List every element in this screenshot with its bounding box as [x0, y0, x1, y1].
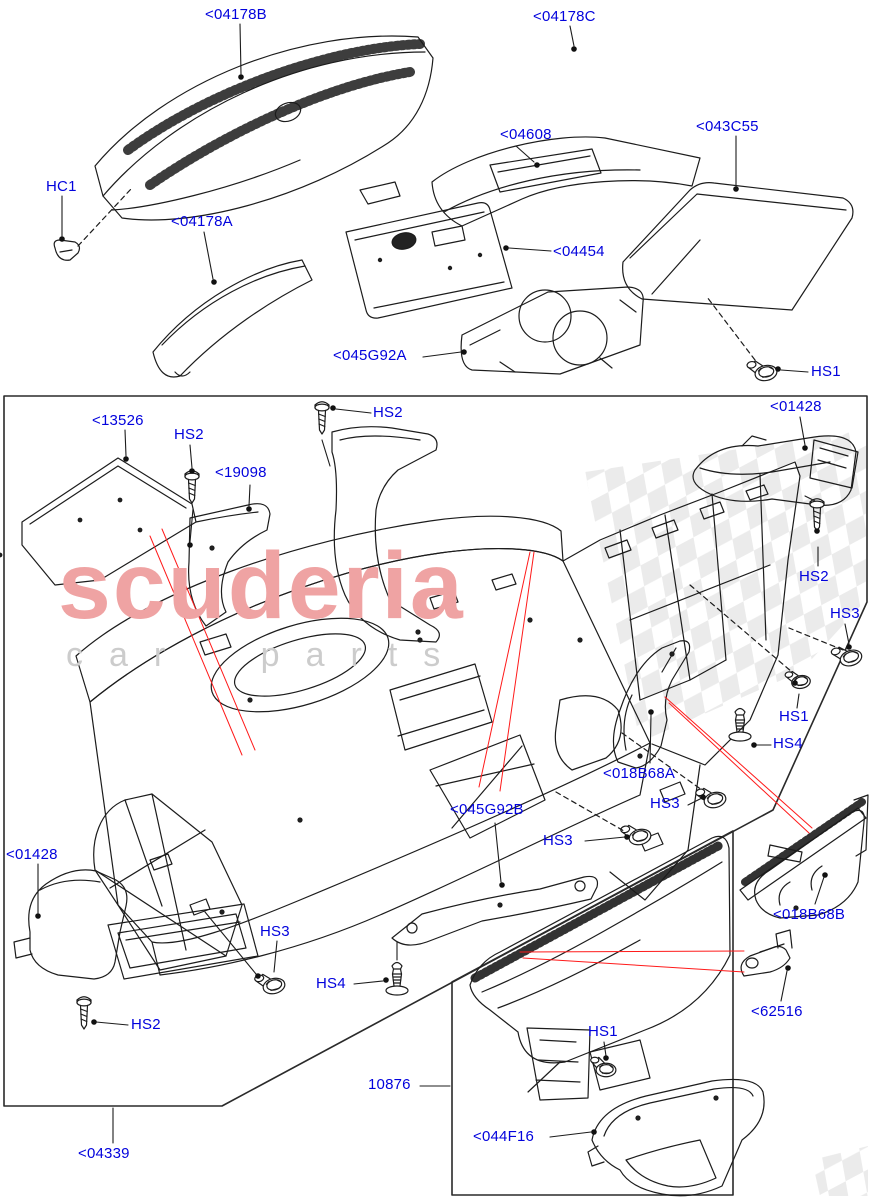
- label-part-01428-left: <01428: [6, 846, 58, 863]
- label-part-04608: <04608: [500, 126, 552, 143]
- part-01428-right-air-duct: [693, 436, 858, 506]
- watermark-brand: scuderia: [58, 533, 465, 639]
- watermark-subtitle: car parts: [66, 636, 467, 674]
- label-bolt-HS3-right: HS3: [830, 605, 860, 622]
- label-assembly-10876: 10876: [368, 1076, 411, 1093]
- label-part-04178A: <04178A: [171, 213, 233, 230]
- label-bolt-HS1-bottom: HS1: [588, 1023, 618, 1040]
- label-screw-HS2-left-upper: HS2: [174, 426, 204, 443]
- label-bolt-HS3-center: HS3: [543, 832, 573, 849]
- label-screw-HS2-right: HS2: [799, 568, 829, 585]
- label-part-018B68A: <018B68A: [603, 765, 676, 782]
- checker-watermark: [585, 430, 868, 1196]
- label-screw-HS1-mid: HS1: [779, 708, 809, 725]
- leader-lines: [38, 24, 849, 1143]
- part-018B68B-reinforcement: [740, 795, 868, 918]
- part-01428-left-air-vent: [14, 870, 258, 979]
- part-04178B-defroster-grille-panel: [95, 36, 433, 220]
- label-pin-HS4-bottom: HS4: [316, 975, 346, 992]
- label-part-04178C: <04178C: [533, 8, 596, 25]
- label-bolt-HS3-mid: HS3: [650, 795, 680, 812]
- clip-HC1: [54, 240, 79, 260]
- label-part-01428-right: <01428: [770, 398, 822, 415]
- label-assembly-04339: <04339: [78, 1145, 130, 1162]
- red-locator-lines: [150, 529, 812, 972]
- label-part-13526: <13526: [92, 412, 144, 429]
- label-part-044F16: <044F16: [473, 1128, 535, 1145]
- part-043C55-glovebox-door-panel: [623, 183, 853, 310]
- part-62516-striker: [741, 930, 792, 976]
- label-pin-HS4-mid: HS4: [773, 735, 803, 752]
- part-044F16-cluster-bezel: [588, 1079, 764, 1195]
- label-part-045G92B: <045G92B: [450, 801, 524, 818]
- part-04454-center-panel: [346, 203, 512, 318]
- part-045G92A-cluster-bracket: [461, 287, 643, 374]
- part-045G92B-lower-strut: [392, 876, 597, 945]
- label-bolt-HS1-top: HS1: [811, 363, 841, 380]
- label-bolt-HS3-left: HS3: [260, 923, 290, 940]
- label-part-19098: <19098: [215, 464, 267, 481]
- label-part-018B68B: <018B68B: [773, 906, 846, 923]
- assembly-boxes: [4, 396, 867, 1195]
- label-part-04178B: <04178B: [205, 6, 267, 23]
- label-screw-HS2-center-upper: HS2: [373, 404, 403, 421]
- dashed-leader-lines: [556, 585, 843, 831]
- label-part-045G92A: <045G92A: [333, 347, 407, 364]
- part-04178A-end-finisher: [153, 260, 312, 377]
- part-018B68A-bracket: [613, 641, 689, 768]
- label-part-04454: <04454: [553, 243, 605, 260]
- label-screw-HS2-bottom-left: HS2: [131, 1016, 161, 1033]
- part-04608-speaker-grille-trim: [432, 137, 700, 226]
- part-13526-insulator-tray: [0, 458, 196, 585]
- lower-trim-assembly-10876: [470, 836, 730, 1100]
- label-part-62516: <62516: [751, 1003, 803, 1020]
- label-clip-HC1: HC1: [46, 178, 77, 195]
- label-part-043C55: <043C55: [696, 118, 759, 135]
- main-dash-panel-04339: [76, 462, 800, 975]
